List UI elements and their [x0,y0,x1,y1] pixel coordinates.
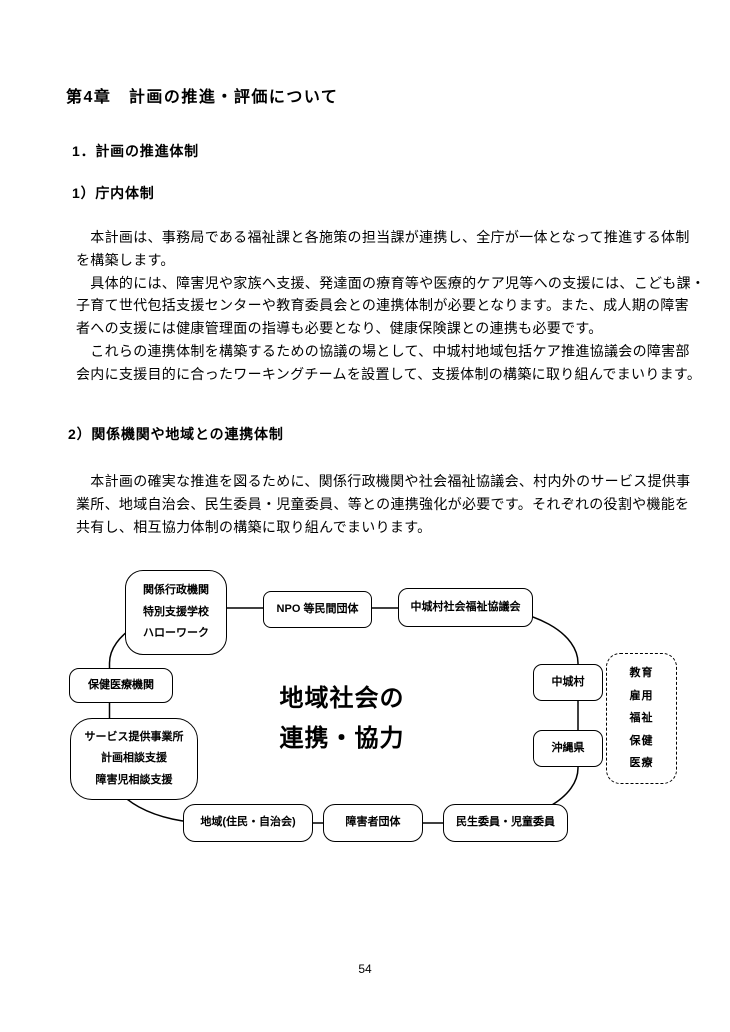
box-label: ハローワーク [143,627,209,640]
paragraph-line: 本計画の確実な推進を図るために、関係行政機関や社会福祉協議会、村内外のサービス提… [76,473,691,489]
diagram-box-service-providers: サービス提供事業所 計画相談支援 障害児相談支援 [70,718,198,800]
box-label: 計画相談支援 [101,752,167,765]
diagram-box-okinawa-prefecture: 沖縄県 [533,730,603,767]
center-label-line: 地域社会の [279,685,405,712]
box-label: NPO 等民間団体 [276,602,359,615]
field-item: 雇用 [629,689,654,702]
diagram-box-welfare-commissioners: 民生委員・児童委員 [443,804,568,842]
paragraph-internal-structure: 本計画は、事務局である福祉課と各施策の担当課が連携し、全庁が一体となって推進する… [76,226,705,386]
box-label: 障害者団体 [345,816,401,829]
field-item: 福祉 [629,712,654,725]
subsection-1-heading: 1）庁内体制 [72,185,155,201]
center-label-line: 連携・協力 [279,725,405,752]
paragraph-line: 本計画は、事務局である福祉課と各施策の担当課が連携し、全庁が一体となって推進する… [76,229,690,245]
diagram-box-social-welfare-council: 中城村社会福祉協議会 [398,588,533,627]
diagram-box-health-medical: 保健医療機関 [69,668,173,703]
diagram-box-disability-groups: 障害者団体 [323,804,423,842]
box-label: 特別支援学校 [143,605,209,618]
diagram-box-nakagusuku-village: 中城村 [533,664,603,701]
paragraph-line: 者への支援には健康管理面の指導も必要となり、健康保険課との連携も必要です。 [76,320,603,337]
box-label: 保健医療機関 [88,678,154,691]
box-label: 障害児相談支援 [95,773,173,786]
field-item: 医療 [629,757,654,770]
paragraph-line: 会内に支援目的に合ったワーキングチームを設置して、支援体制の構築に取り組んでまい… [76,365,702,382]
paragraph-line: 子育て世代包括支援センターや教育委員会との連携体制が必要となります。また、成人期… [76,297,689,314]
field-item: 教育 [629,667,654,680]
subsection-2-heading: 2）関係機関や地域との連携体制 [68,426,284,442]
paragraph-cooperation: 本計画の確実な推進を図るために、関係行政機関や社会福祉協議会、村内外のサービス提… [76,470,690,540]
box-label: 中城村 [551,675,585,688]
diagram-center-label: 地域社会の 連携・協力 [252,679,432,759]
paragraph-line: 具体的には、障害児や家族へ支援、発達面の療育等や医療的ケア児等への支援には、こど… [76,274,706,291]
box-label: サービス提供事業所 [84,730,184,743]
diagram-box-administrative: 関係行政機関 特別支援学校 ハローワーク [125,570,227,655]
box-label: 関係行政機関 [143,584,209,597]
section-1-heading: 1．計画の推進体制 [72,143,199,159]
page-number: 54 [358,962,372,976]
diagram-box-npo: NPO 等民間団体 [263,591,372,628]
diagram-box-community: 地域(住民・自治会) [183,804,313,842]
box-label: 沖縄県 [551,741,585,754]
box-label: 地域(住民・自治会) [200,816,296,829]
chapter-title: 第4章 計画の推進・評価について [66,89,339,106]
box-label: 民生委員・児童委員 [456,816,555,829]
paragraph-line: 業所、地域自治会、民生委員・児童委員、等との連携強化が必要です。それぞれの役割や… [76,496,690,513]
box-label: 中城村社会福祉協議会 [410,600,521,613]
diagram-box-fields: 教育 雇用 福祉 保健 医療 [606,653,677,784]
paragraph-line: を構築します。 [76,251,175,268]
field-item: 保健 [629,734,654,747]
paragraph-line: 共有し、相互協力体制の構築に取り組んでまいります。 [76,519,432,536]
paragraph-line: これらの連携体制を構築するための協議の場として、中城村地域包括ケア推進協議会の障… [76,342,690,359]
